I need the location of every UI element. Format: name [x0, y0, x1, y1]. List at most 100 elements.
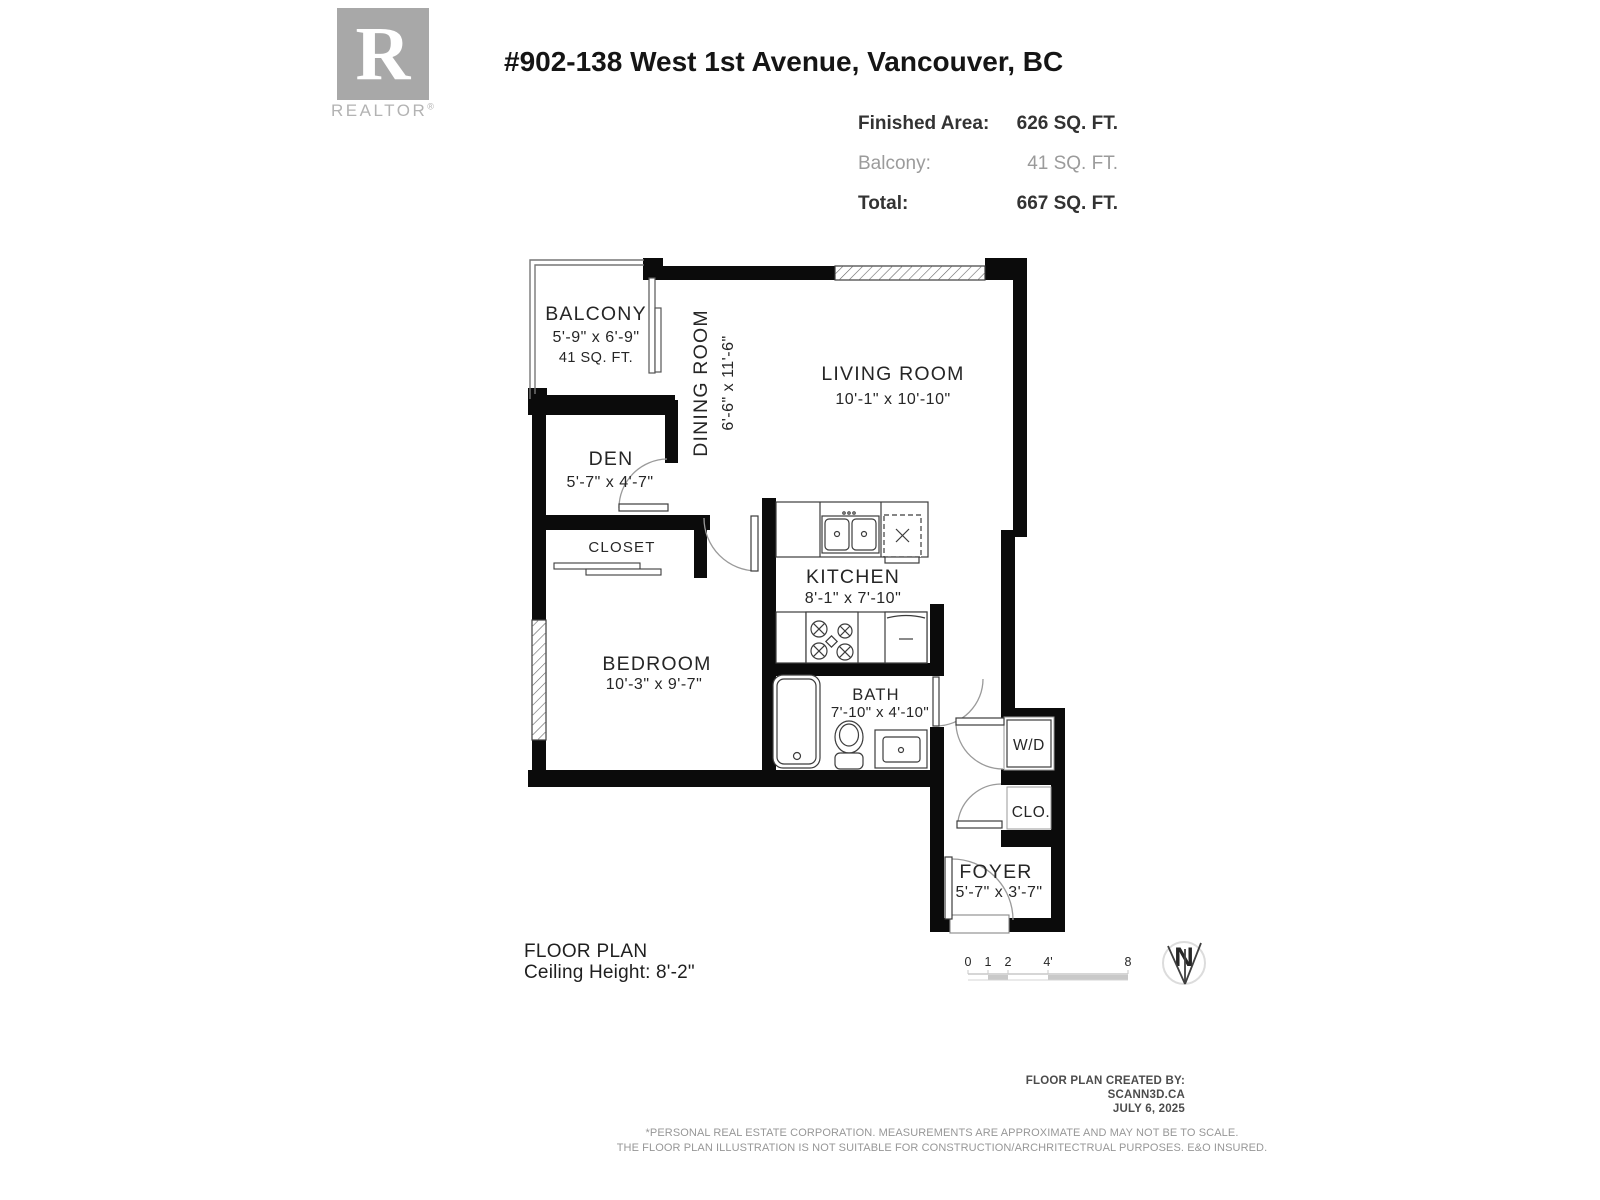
wall-den-right [665, 400, 678, 463]
stove-center-knob [824, 634, 839, 649]
dishwasher-x-2 [895, 528, 910, 543]
realtor-logo: R [337, 8, 429, 100]
scale-tick-0: 0 [965, 955, 972, 969]
foyer-label: FOYER [959, 861, 1032, 883]
wall-below-balcony [528, 395, 675, 415]
wall-den-bottom [532, 515, 710, 530]
wall-bottom [528, 770, 944, 787]
den-label: DEN [589, 448, 634, 470]
sink-drain-right [860, 530, 868, 538]
scale-bar: 0 1 2 4' 8 [965, 955, 1132, 981]
compass-circle [1162, 941, 1206, 985]
fridge-handle [886, 614, 926, 619]
balcony-outer-line [529, 259, 644, 399]
walls [528, 258, 1065, 932]
dining-room-label: DINING ROOM [690, 309, 712, 457]
north-arrow: N [1162, 941, 1206, 985]
closet-slider-panel-1 [553, 562, 641, 570]
compass-n-letter: N [1174, 942, 1194, 972]
bath-dims: 7'-10" x 4'-10" [831, 704, 929, 721]
doors [618, 458, 1014, 921]
wall-wd-clo-divider [1001, 769, 1051, 785]
windows [531, 265, 986, 741]
balcony-sqft: 41 SQ. FT. [559, 350, 633, 366]
realtor-logo-r-icon: R [355, 12, 411, 96]
finished-area-row: Finished Area: 626 SQ. FT. [858, 113, 1118, 135]
wall-left-lower [532, 736, 546, 787]
disclaimer-line-1: *PERSONAL REAL ESTATE CORPORATION. MEASU… [645, 1127, 1239, 1139]
closet-slider-panel-2 [585, 568, 662, 576]
bath-label: BATH [852, 686, 900, 704]
credits-line-3: JULY 6, 2025 [1112, 1103, 1185, 1115]
wall-right-lower [1001, 530, 1015, 715]
faucet-dot-3 [852, 511, 856, 515]
den-dims: 5'-7" x 4'-7" [566, 474, 653, 491]
disclaimer-block: *PERSONAL REAL ESTATE CORPORATION. MEASU… [592, 1126, 1292, 1155]
credits-line-1: FLOOR PLAN CREATED BY: [1025, 1075, 1185, 1087]
wd-door-arc [955, 724, 1004, 770]
area-summary: Finished Area: 626 SQ. FT. Balcony: 41 S… [858, 113, 1118, 233]
toilet-seat [838, 723, 860, 747]
disclaimer-line-2: THE FLOOR PLAN ILLUSTRATION IS NOT SUITA… [616, 1141, 1268, 1154]
total-area-value: 667 SQ. FT. [1016, 193, 1118, 214]
scale-tick-4: 4' [1043, 955, 1052, 969]
faucet-dot-1 [842, 511, 846, 515]
burner-1-x2 [812, 622, 826, 636]
burner-2-x2 [839, 625, 851, 637]
dishwasher-front [884, 556, 920, 564]
wall-closet-right [694, 515, 707, 578]
clo-door-leaf [956, 820, 1003, 829]
wall-kitchen-bath [762, 663, 944, 676]
bedroom-dims: 10'-3" x 9'-7" [606, 676, 703, 693]
bedroom-door-leaf [750, 515, 759, 572]
faucet-dot-2 [847, 511, 851, 515]
total-area-label: Total: [858, 193, 909, 214]
living-room-dims: 10'-1" x 10'-10" [835, 391, 950, 408]
kitchen-dims: 8'-1" x 7'-10" [805, 590, 902, 607]
finished-area-label: Finished Area: [858, 113, 990, 134]
floor-plan-caption: FLOOR PLAN [524, 941, 648, 962]
scale-tick-8: 8 [1125, 955, 1132, 969]
credits-block: FLOOR PLAN CREATED BY: SCANN3D.CA JULY 6… [935, 1074, 1185, 1116]
foyer-dims: 5'-7" x 3'-7" [955, 884, 1042, 901]
kitchen-fixtures [775, 501, 929, 664]
entry-door-arc [951, 858, 1014, 921]
ceiling-height-caption: Ceiling Height: 8'-2" [524, 962, 695, 983]
balcony-slider-panel-1 [648, 277, 656, 374]
dining-room-dims: 6'-6" x 11'-6" [720, 335, 737, 430]
toilet-tank [834, 752, 864, 770]
room-labels: BALCONY 5'-9" x 6'-9" 41 SQ. FT. DINING … [545, 303, 1049, 901]
washer-dryer-box [1006, 719, 1052, 768]
wall-left-upper [532, 393, 546, 625]
credits-line-2: SCANN3D.CA [1107, 1089, 1185, 1101]
wd-door-leaf [955, 717, 1005, 726]
clo-door-arc [957, 783, 1002, 822]
balcony-dims: 5'-9" x 6'-9" [552, 329, 639, 346]
bath-door-leaf [932, 676, 940, 727]
scale-tick-2: 2 [1005, 955, 1012, 969]
page-title: #902-138 West 1st Avenue, Vancouver, BC [504, 46, 1064, 77]
finished-area-value: 626 SQ. FT. [1016, 113, 1118, 134]
kitchen-label: KITCHEN [806, 566, 900, 588]
realtor-wordmark: REALTOR® [331, 101, 434, 120]
clo-closet-outline [1006, 786, 1052, 830]
wall-kitchen-east [930, 604, 944, 676]
balcony-area-row: Balcony: 41 SQ. FT. [858, 153, 1118, 175]
balcony-outline [529, 259, 644, 399]
den-door-arc [618, 458, 668, 509]
wall-right-upper [1013, 258, 1027, 537]
sink-drain-left [833, 530, 841, 538]
bath-fixtures [772, 674, 928, 770]
scale-bar-segment-1-2 [988, 975, 1008, 980]
balcony-area-value: 41 SQ. FT. [1027, 153, 1118, 174]
registered-mark: ® [427, 101, 434, 112]
bathtub-drain [792, 751, 802, 761]
window-living-room-hatch [835, 266, 985, 280]
closet-label: CLOSET [588, 539, 655, 556]
compass-needle-right [1184, 942, 1202, 985]
living-room-label: LIVING ROOM [821, 363, 964, 385]
burner-3-x2 [812, 644, 826, 658]
balcony-sliding-door [648, 277, 662, 374]
